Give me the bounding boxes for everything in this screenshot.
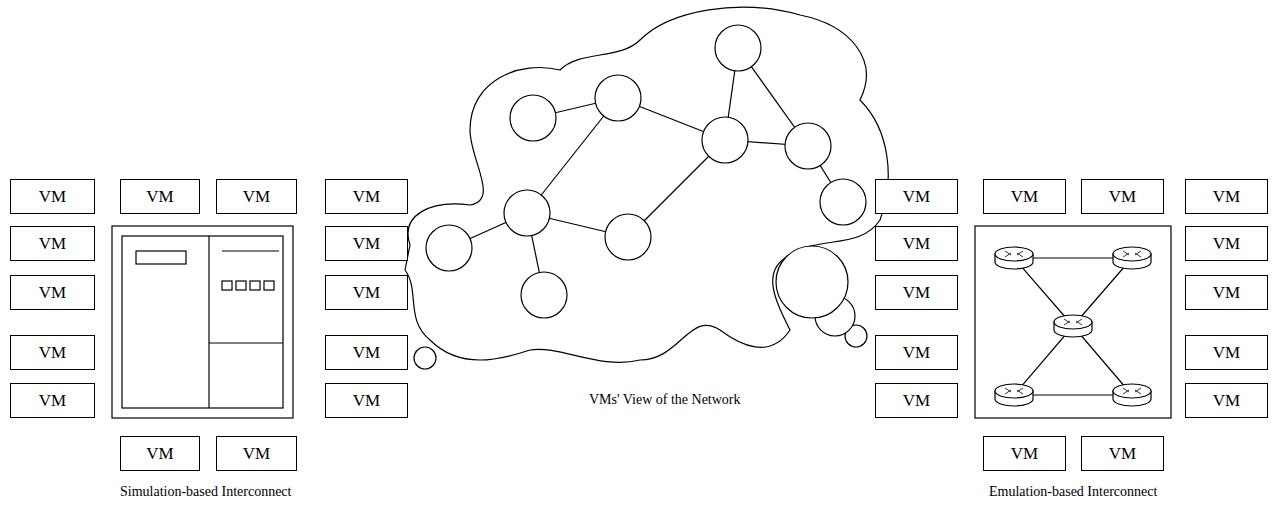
vm-box: VM bbox=[216, 436, 297, 471]
vm-label: VM bbox=[353, 391, 380, 411]
vm-box: VM bbox=[1185, 383, 1268, 418]
vm-box: VM bbox=[875, 179, 958, 214]
vm-box: VM bbox=[10, 179, 95, 214]
vm-label: VM bbox=[1213, 187, 1240, 207]
vm-label: VM bbox=[1011, 444, 1038, 464]
router-symbol bbox=[1113, 247, 1151, 269]
graph-nodes bbox=[426, 25, 866, 318]
vm-label: VM bbox=[39, 391, 66, 411]
vm-box: VM bbox=[325, 275, 408, 310]
vm-label: VM bbox=[39, 343, 66, 363]
vm-box: VM bbox=[1081, 436, 1164, 471]
router-symbol bbox=[995, 384, 1033, 406]
vm-label: VM bbox=[39, 234, 66, 254]
vm-box: VM bbox=[325, 226, 408, 261]
vm-label: VM bbox=[903, 391, 930, 411]
vm-label: VM bbox=[1213, 343, 1240, 363]
vm-label: VM bbox=[1213, 234, 1240, 254]
vm-label: VM bbox=[243, 187, 270, 207]
vm-label: VM bbox=[1213, 391, 1240, 411]
vm-box: VM bbox=[120, 179, 200, 214]
vm-label: VM bbox=[1213, 283, 1240, 303]
router-symbol bbox=[995, 247, 1033, 269]
vm-label: VM bbox=[146, 187, 173, 207]
vm-box: VM bbox=[875, 335, 958, 370]
vm-box: VM bbox=[983, 436, 1066, 471]
vm-box: VM bbox=[325, 335, 408, 370]
vm-label: VM bbox=[903, 187, 930, 207]
vm-label: VM bbox=[353, 234, 380, 254]
vm-box: VM bbox=[1081, 179, 1164, 214]
vm-box: VM bbox=[875, 275, 958, 310]
cloud bbox=[405, 7, 888, 362]
vm-box: VM bbox=[10, 335, 95, 370]
caption-label: Emulation-based Interconnect bbox=[989, 484, 1157, 500]
caption-label: Simulation-based Interconnect bbox=[120, 484, 291, 500]
router-illustration bbox=[975, 226, 1171, 418]
vm-box: VM bbox=[875, 226, 958, 261]
vm-label: VM bbox=[903, 234, 930, 254]
vm-box: VM bbox=[983, 179, 1066, 214]
vm-label: VM bbox=[243, 444, 270, 464]
vm-label: VM bbox=[903, 283, 930, 303]
vm-box: VM bbox=[325, 179, 408, 214]
vm-label: VM bbox=[39, 187, 66, 207]
vm-box: VM bbox=[10, 383, 95, 418]
vm-box: VM bbox=[10, 226, 95, 261]
vm-box: VM bbox=[1185, 335, 1268, 370]
vm-label: VM bbox=[1109, 444, 1136, 464]
vm-box: VM bbox=[1185, 275, 1268, 310]
vm-label: VM bbox=[353, 187, 380, 207]
thought-bubbles bbox=[414, 246, 867, 369]
vm-label: VM bbox=[353, 283, 380, 303]
router-symbol bbox=[1113, 384, 1151, 406]
vm-label: VM bbox=[39, 283, 66, 303]
vm-label: VM bbox=[903, 343, 930, 363]
caption-label: VMs' View of the Network bbox=[589, 392, 741, 408]
vm-label: VM bbox=[353, 343, 380, 363]
vm-label: VM bbox=[1011, 187, 1038, 207]
server-illustration bbox=[112, 226, 293, 418]
vm-box: VM bbox=[216, 179, 297, 214]
graph-links bbox=[449, 48, 843, 295]
vm-label: VM bbox=[1109, 187, 1136, 207]
vm-label: VM bbox=[146, 444, 173, 464]
vm-box: VM bbox=[1185, 226, 1268, 261]
vm-box: VM bbox=[875, 383, 958, 418]
vm-box: VM bbox=[1185, 179, 1268, 214]
vm-box: VM bbox=[325, 383, 408, 418]
vm-box: VM bbox=[120, 436, 200, 471]
vm-box: VM bbox=[10, 275, 95, 310]
router-symbol bbox=[1054, 315, 1092, 337]
